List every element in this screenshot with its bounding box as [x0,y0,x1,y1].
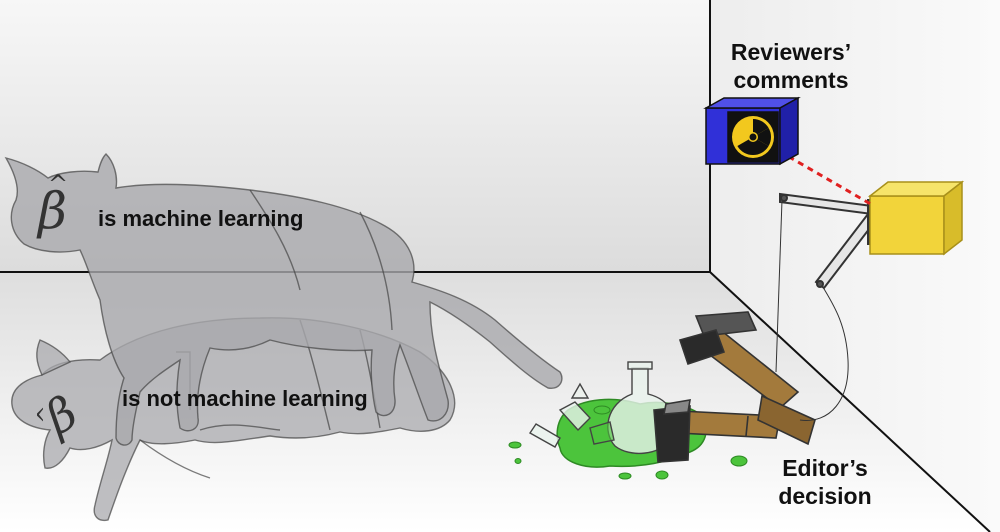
radiation-icon [732,116,774,158]
cat-walking [4,153,563,446]
beta-symbol-top: β [38,182,67,240]
reviewers-comments-label: Reviewers’ comments [730,39,852,93]
hammer-mechanism [653,199,849,463]
editors-decision-label: Editor’s decision [778,455,872,509]
detector-box [867,180,965,256]
not-machine-learning-label: is not machine learning [122,386,368,411]
machine-learning-label: is machine learning [98,206,304,231]
beta-hat-mark-top: ^ [48,170,69,198]
